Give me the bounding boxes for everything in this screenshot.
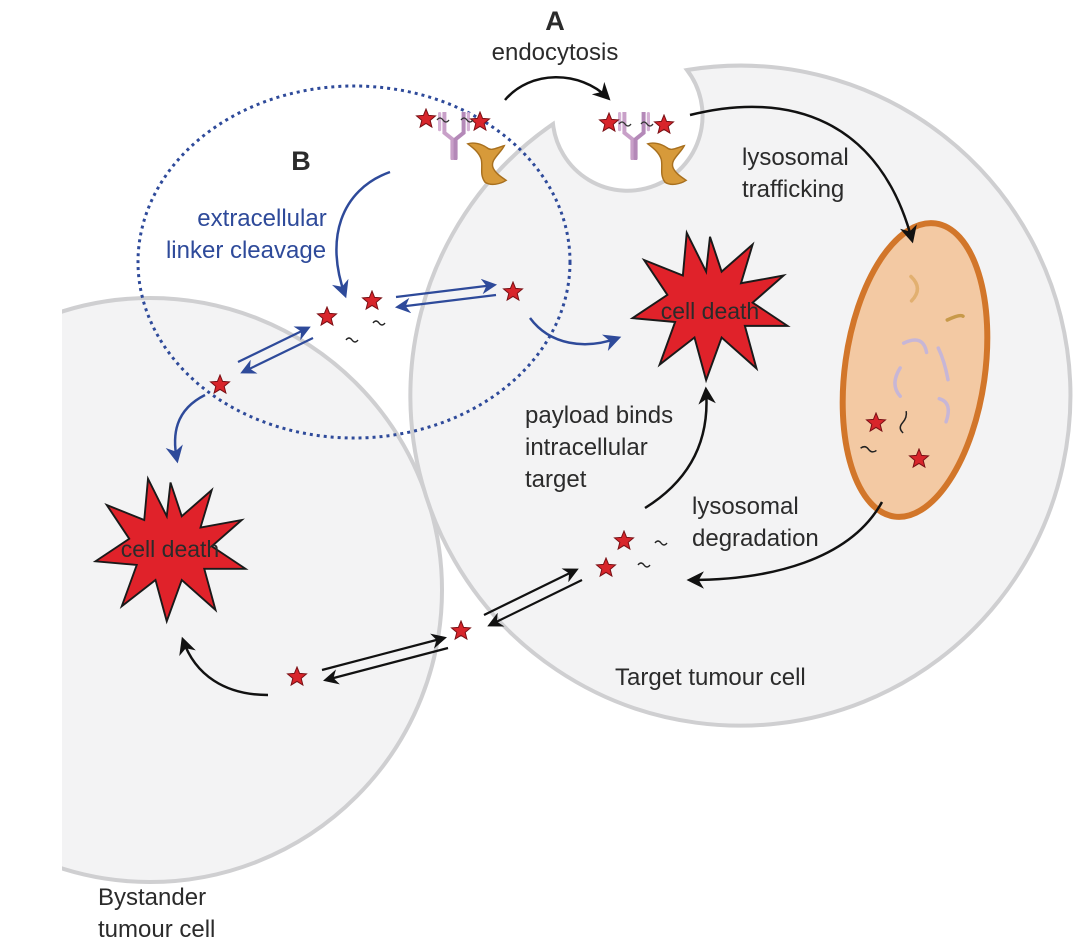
- payload-star-icon: [362, 290, 382, 310]
- degradation-label: degradation: [692, 525, 819, 552]
- adc-internalised-complex: [599, 112, 687, 186]
- lysosomal-trafficking-arrow: [689, 105, 917, 244]
- linker-fragment-icon: [345, 337, 359, 343]
- intracellular-label: intracellular: [525, 434, 648, 461]
- target-label: target: [525, 466, 587, 493]
- payload-binding-arrow: [644, 386, 716, 510]
- bystander-cell: [0, 296, 444, 884]
- lysosomal-degradation-label: lysosomal: [692, 493, 799, 520]
- payload-star-icon: [416, 108, 436, 128]
- endocytosis-label: endocytosis: [492, 39, 619, 66]
- linker-fragment-icon: [637, 562, 651, 568]
- extracellular-to-bystander-death-arrow: [165, 393, 206, 464]
- equilibrium-arrows-intercellular: [321, 633, 449, 685]
- linker-fragment-icon: [460, 117, 474, 123]
- linker-fragment-icon: [436, 117, 450, 123]
- payload-star-icon: [317, 306, 337, 326]
- extracellular-to-target-death-arrow: [528, 317, 622, 352]
- trafficking-label: trafficking: [742, 176, 844, 203]
- payload-star-icon: [470, 111, 490, 131]
- step-a-label: A: [545, 6, 565, 36]
- equilibrium-arrows-membrane: [483, 568, 583, 627]
- linker-cleavage-label: linker cleavage: [166, 237, 326, 264]
- linker-cleavage-arrow: [331, 170, 391, 299]
- linker-fragment-icon: [372, 320, 386, 326]
- adc-surface-complex: [416, 108, 507, 186]
- endocytosis-arrow: [504, 76, 611, 101]
- target-cell-label: Target tumour cell: [615, 664, 806, 691]
- cell-death-target-label: cell death: [661, 298, 759, 324]
- equilibrium-arrows-extracellular-left: [237, 326, 314, 374]
- antibody-icon: [440, 112, 469, 158]
- extracellular-region-outline: [136, 84, 572, 440]
- antigen-receptor-icon: [646, 142, 687, 186]
- antigen-receptor-icon: [466, 142, 507, 186]
- payload-star-icon: [599, 112, 619, 132]
- extracellular-label: extracellular: [197, 205, 326, 232]
- step-b-label: B: [291, 146, 311, 176]
- cell-death-bystander-label: cell death: [121, 536, 219, 562]
- linker-fragment-icon: [654, 540, 668, 546]
- bystander-label: Bystander: [98, 884, 206, 911]
- linker-fragment-icon: [640, 121, 654, 127]
- payload-star-icon: [654, 114, 674, 134]
- left-edge-mask: [0, 0, 62, 951]
- equilibrium-arrows-extracellular-right: [394, 278, 498, 314]
- lysosome-icon: [839, 220, 991, 520]
- linker-fragment-icon: [618, 121, 632, 127]
- lysosomal-trafficking-label: lysosomal: [742, 144, 849, 171]
- payload-binds-label: payload binds: [525, 402, 673, 429]
- bystander-entry-arrow: [179, 636, 269, 697]
- payload-star-icon: [451, 620, 471, 640]
- lysosomal-degradation-arrow: [686, 501, 884, 589]
- tumour-cell-label: tumour cell: [98, 916, 215, 943]
- antibody-icon: [620, 112, 649, 158]
